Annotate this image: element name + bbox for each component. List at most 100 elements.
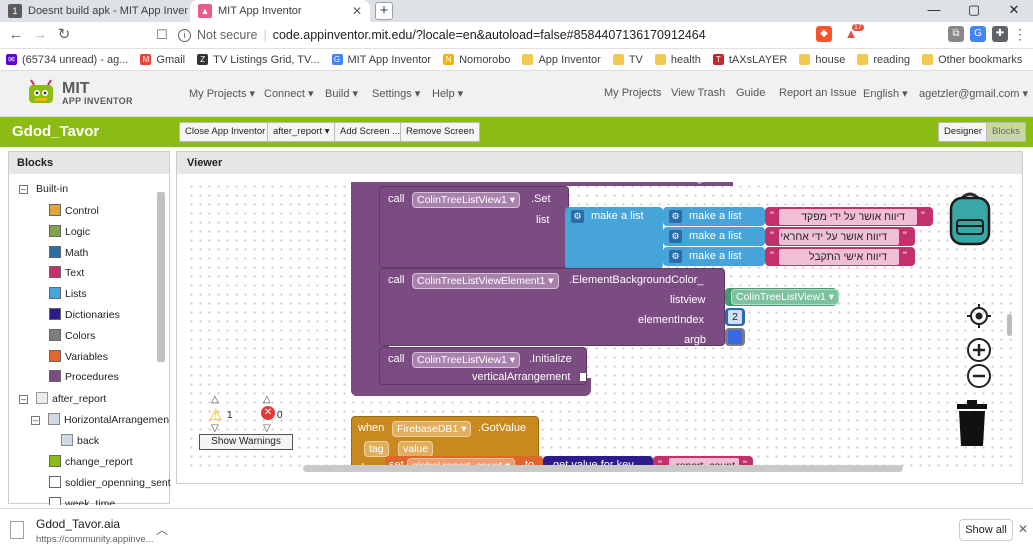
make-a-list-inner-block[interactable]: ⚙make a list: [663, 227, 765, 246]
blocks-button[interactable]: Blocks: [986, 122, 1026, 142]
menu-connect[interactable]: Connect ▾: [264, 88, 314, 100]
number-block[interactable]: 2: [725, 308, 745, 326]
string-value[interactable]: דיווח אישי התקבל: [779, 249, 899, 265]
screen-tree-node[interactable]: –after_report: [19, 392, 107, 405]
builtin-math[interactable]: Math: [49, 245, 88, 259]
builtin-dictionaries[interactable]: Dictionaries: [49, 308, 120, 321]
forward-icon[interactable]: →: [32, 26, 48, 43]
workspace-vertical-scrollbar[interactable]: [1007, 314, 1012, 336]
param-value[interactable]: value: [398, 441, 434, 457]
link-report-issue[interactable]: Report an Issue: [779, 87, 857, 99]
blocks-workspace[interactable]: argb call ColinTreeListView1 ▾ .Set list…: [187, 182, 1012, 472]
number-value[interactable]: 2: [728, 310, 742, 324]
text-string-block[interactable]: "דיווח אושר על ידי מפקד": [765, 207, 933, 226]
close-download-shelf-icon[interactable]: ✕: [1018, 522, 1029, 536]
builtin-colors[interactable]: Colors: [49, 328, 95, 342]
close-app-inventor-button[interactable]: Close App Inventor: [179, 122, 272, 142]
browser-menu-icon[interactable]: ⋮: [1012, 26, 1028, 42]
component-dropdown[interactable]: ColinTreeListViewElement1 ▾: [412, 273, 559, 289]
tab-mit-app-inventor[interactable]: ▲ MIT App Inventor ✕: [190, 0, 370, 22]
bookmark-house-folder[interactable]: house: [793, 54, 851, 66]
link-guide[interactable]: Guide: [736, 87, 766, 99]
chevron-up-icon[interactable]: ︿: [156, 523, 169, 537]
string-value[interactable]: דיווח אושר על ידי מפקד: [779, 209, 917, 225]
bookmark-page-icon[interactable]: ☐: [156, 27, 168, 42]
info-icon[interactable]: i: [178, 28, 191, 42]
bookmark-tv-folder[interactable]: TV: [607, 54, 649, 66]
builtin-control[interactable]: Control: [49, 204, 99, 217]
gear-icon[interactable]: ⚙: [669, 230, 682, 243]
param-tag[interactable]: tag: [364, 441, 389, 457]
bookmark-app-inventor-folder[interactable]: App Inventor: [516, 54, 606, 66]
call-element-background-block[interactable]: call ColinTreeListViewElement1 ▾ .Elemen…: [379, 268, 725, 346]
backpack-icon[interactable]: [945, 190, 995, 246]
component-change-report[interactable]: change_report: [49, 455, 133, 468]
component-dropdown[interactable]: ColinTreeListView1 ▾: [412, 192, 521, 208]
builtin-logic[interactable]: Logic: [49, 224, 90, 238]
link-view-trash[interactable]: View Trash: [671, 87, 726, 99]
close-tab-icon[interactable]: ✕: [351, 4, 362, 18]
builtin-lists[interactable]: Lists: [49, 287, 87, 300]
menu-account[interactable]: agetzler@gmail.com ▾: [919, 88, 1029, 100]
builtin-procedures[interactable]: Procedures: [49, 370, 119, 383]
menu-build[interactable]: Build ▾: [325, 88, 359, 100]
down-arrow-icon[interactable]: ▽: [211, 423, 219, 434]
make-a-list-inner-block[interactable]: ⚙make a list: [663, 247, 765, 266]
component-dropdown[interactable]: ColinTreeListView1 ▾: [412, 352, 521, 368]
screen-select-dropdown[interactable]: after_report ▾: [267, 122, 336, 142]
gear-icon[interactable]: ⚙: [669, 250, 682, 263]
new-tab-button[interactable]: +: [375, 2, 393, 20]
url-input[interactable]: i Not secure | code.appinventor.mit.edu/…: [178, 24, 988, 46]
bookmark-yahoo-mail[interactable]: ✉(65734 unread) - ag...: [0, 54, 134, 66]
event-component-dropdown[interactable]: FirebaseDB1 ▾: [392, 421, 472, 437]
menu-settings[interactable]: Settings ▾: [372, 88, 421, 100]
component-horizontal-arrangement[interactable]: –HorizontalArrangemen: [31, 413, 170, 426]
string-value[interactable]: דיווח אושר על ידי אחראי: [779, 229, 899, 245]
listview-dropdown[interactable]: ColinTreeListView1 ▾: [731, 289, 840, 305]
component-soldier-openning-sent[interactable]: soldier_openning_sent: [49, 476, 171, 489]
gear-icon[interactable]: ⚙: [571, 210, 584, 223]
menu-help[interactable]: Help ▾: [432, 88, 464, 100]
download-filename[interactable]: Gdod_Tavor.aia: [36, 517, 121, 531]
menu-language[interactable]: English ▾: [863, 88, 908, 100]
zoom-out-icon[interactable]: [966, 363, 992, 389]
tab-doesnt-build-apk[interactable]: 1 Doesnt build apk - MIT App Invent ✕: [0, 0, 188, 22]
close-window-icon[interactable]: ✕: [1008, 2, 1020, 17]
menu-my-projects[interactable]: My Projects ▾: [189, 88, 256, 100]
make-a-list-inner-block[interactable]: ⚙make a list: [663, 207, 765, 226]
call-initialize-block[interactable]: call ColinTreeListView1 ▾ .Initialize ve…: [379, 347, 587, 385]
empty-socket[interactable]: [580, 373, 586, 381]
back-icon[interactable]: ←: [8, 26, 24, 43]
color-block[interactable]: [725, 328, 745, 346]
make-a-list-outer-block[interactable]: ⚙ make a list: [565, 207, 663, 269]
translate-icon[interactable]: G: [970, 26, 986, 42]
text-string-block[interactable]: "דיווח אישי התקבל": [765, 247, 915, 266]
bookmark-reading-folder[interactable]: reading: [851, 54, 916, 66]
brave-shield-icon[interactable]: ◆: [816, 26, 832, 42]
zoom-in-icon[interactable]: [966, 337, 992, 363]
workspace-horizontal-scrollbar[interactable]: [303, 465, 903, 472]
builtin-tree-node[interactable]: –Built-in: [19, 183, 69, 195]
minimize-icon[interactable]: —: [927, 2, 941, 17]
extensions-puzzle-icon[interactable]: ✚: [992, 26, 1008, 42]
trash-icon[interactable]: [955, 400, 989, 446]
up-arrow-icon[interactable]: △: [211, 394, 219, 405]
reload-icon[interactable]: ↻: [57, 26, 71, 43]
add-screen-button[interactable]: Add Screen ...: [334, 122, 407, 142]
builtin-variables[interactable]: Variables: [49, 349, 108, 363]
call-set-block[interactable]: call ColinTreeListView1 ▾ .Set list: [379, 186, 569, 268]
component-week-time[interactable]: week_time: [49, 497, 115, 505]
builtin-text[interactable]: Text: [49, 266, 84, 279]
blocks-scrollbar[interactable]: [157, 192, 165, 362]
gear-icon[interactable]: ⚙: [669, 210, 682, 223]
show-warnings-button[interactable]: Show Warnings: [199, 434, 293, 450]
down-arrow-icon[interactable]: ▽: [263, 423, 271, 434]
bookmark-other-folder[interactable]: Other bookmarks: [916, 54, 1028, 66]
designer-button[interactable]: Designer: [938, 122, 989, 142]
recenter-icon[interactable]: [967, 304, 991, 328]
bookmark-health-folder[interactable]: health: [649, 54, 707, 66]
